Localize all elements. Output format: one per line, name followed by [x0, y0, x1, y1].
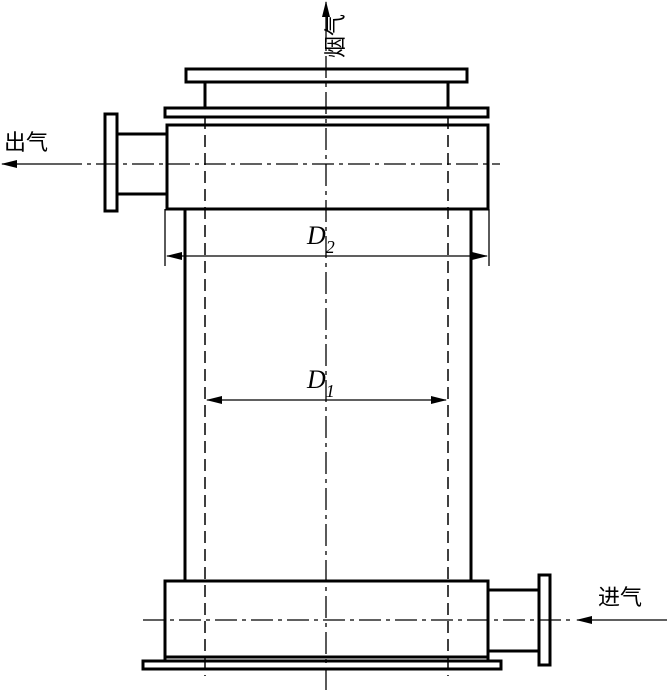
left-nozzle-flange	[103, 112, 119, 213]
d2-label: D2	[306, 221, 335, 257]
d1-label: D1	[306, 365, 335, 401]
upper-flange-plate	[163, 106, 490, 119]
bottom-base-plate	[141, 659, 503, 671]
left-outlet-label: 出气	[4, 131, 48, 156]
right-inlet-label: 进气	[598, 586, 642, 611]
upper-header-box	[165, 123, 490, 211]
top-outlet-label: 烟气	[324, 14, 349, 58]
